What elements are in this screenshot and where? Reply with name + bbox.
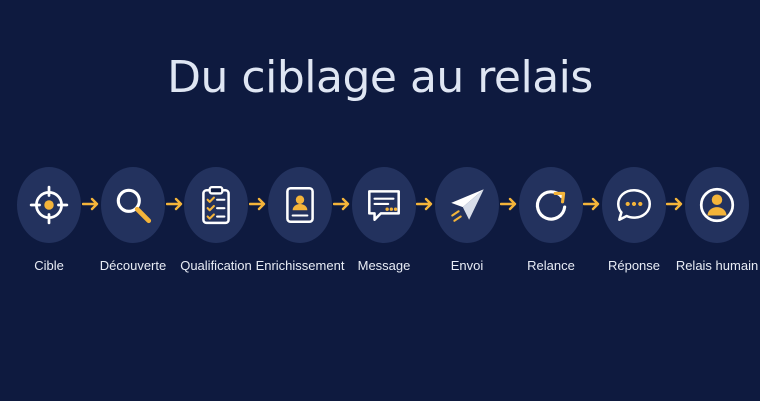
page-title: Du ciblage au relais [167, 52, 593, 103]
arrow-right-icon [82, 196, 100, 212]
step-decouverte [101, 167, 165, 243]
arrow-right-icon [583, 196, 601, 212]
clipboard-checklist-icon [202, 185, 230, 225]
chat-reply-icon [616, 189, 652, 221]
magnifier-icon [116, 188, 152, 224]
paper-plane-icon [451, 189, 484, 222]
id-card-icon [286, 186, 314, 224]
step-enrichissement [268, 167, 332, 243]
step-label-relais-humain: Relais humain [675, 258, 759, 273]
step-label-qualification: Qualification [180, 258, 252, 273]
refresh-icon [535, 190, 567, 221]
step-label-reponse: Réponse [607, 258, 661, 273]
step-label-envoi: Envoi [450, 258, 484, 273]
step-label-message: Message [357, 258, 411, 273]
target-icon [29, 185, 69, 225]
step-label-cible: Cible [34, 258, 64, 273]
message-bubble-icon [368, 190, 400, 221]
arrow-right-icon [666, 196, 684, 212]
arrow-right-icon [416, 196, 434, 212]
arrow-right-icon [500, 196, 518, 212]
step-relance [519, 167, 583, 243]
step-reponse [602, 167, 666, 243]
step-qualification [184, 167, 248, 243]
step-relais-humain [685, 167, 749, 243]
step-label-decouverte: Découverte [99, 258, 167, 273]
arrow-right-icon [333, 196, 351, 212]
step-label-enrichissement: Enrichissement [255, 258, 345, 273]
step-cible [17, 167, 81, 243]
step-message [352, 167, 416, 243]
arrow-right-icon [249, 196, 267, 212]
arrow-right-icon [166, 196, 184, 212]
step-label-relance: Relance [527, 258, 575, 273]
person-icon [699, 187, 735, 223]
step-envoi [435, 167, 499, 243]
